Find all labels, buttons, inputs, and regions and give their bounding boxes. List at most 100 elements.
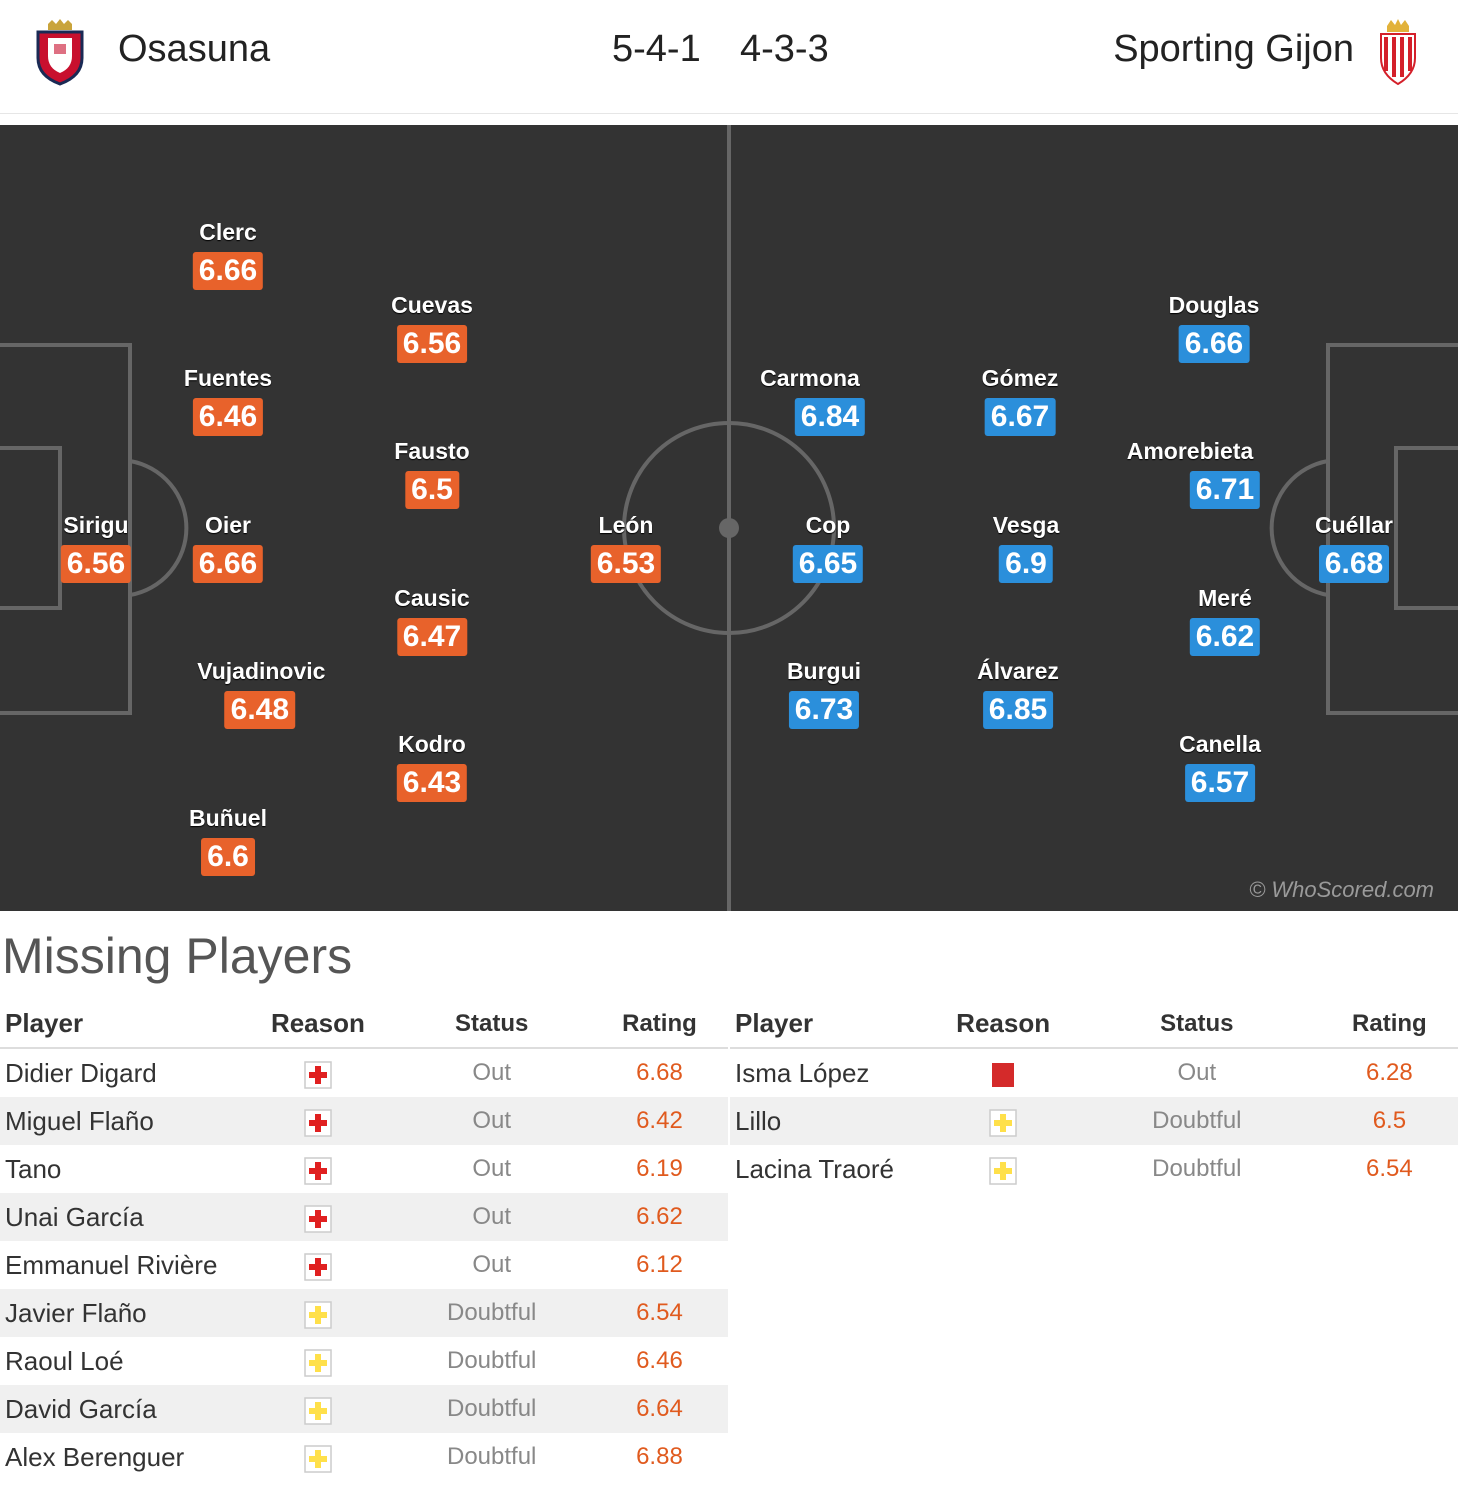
missing-rating: 6.62 — [590, 1193, 728, 1241]
player-name: Vesga — [992, 512, 1060, 538]
player-rating: 6.62 — [1189, 618, 1261, 656]
column-header-reason[interactable]: Reason — [243, 1000, 393, 1049]
player-kodro[interactable]: Kodro 6.43 — [396, 731, 468, 802]
player-vujadinovic[interactable]: Vujadinovic 6.48 — [197, 658, 325, 729]
player-vesga[interactable]: Vesga 6.9 — [992, 512, 1060, 583]
column-header-status[interactable]: Status — [392, 1000, 591, 1049]
player-canella[interactable]: Canella 6.57 — [1179, 731, 1261, 802]
player-rating: 6.66 — [192, 545, 264, 583]
player-name: Sirigu — [63, 512, 129, 538]
missing-status: Out — [472, 1251, 512, 1278]
injury-icon — [304, 1249, 332, 1281]
player-rating: 6.65 — [792, 545, 864, 583]
home-formation: 5-4-1 — [612, 28, 701, 70]
player-sirigu[interactable]: Sirigu 6.56 — [60, 512, 132, 583]
player-gomez[interactable]: Gómez 6.67 — [982, 365, 1058, 436]
player-douglas[interactable]: Douglas 6.66 — [1168, 292, 1260, 363]
player-name: Fausto — [394, 438, 470, 464]
missing-rating: 6.42 — [590, 1097, 728, 1145]
player-cuevas[interactable]: Cuevas 6.56 — [391, 292, 473, 363]
missing-player-name[interactable]: Isma López — [735, 1057, 870, 1088]
missing-player-name[interactable]: David García — [0, 1385, 244, 1433]
missing-rating: 6.19 — [636, 1155, 683, 1182]
player-fuentes[interactable]: Fuentes 6.46 — [184, 365, 272, 436]
player-bunuel[interactable]: Buñuel 6.6 — [189, 805, 267, 876]
missing-player-name[interactable]: Tano — [5, 1153, 62, 1184]
player-burgui[interactable]: Burgui 6.73 — [787, 658, 861, 729]
player-amorebieta[interactable]: Amorebieta 6.71 — [1120, 438, 1261, 509]
missing-rating: 6.54 — [590, 1289, 728, 1337]
player-cuellar[interactable]: Cuéllar 6.68 — [1315, 512, 1393, 583]
table-header-row: Player Reason Status Rating — [0, 1000, 728, 1049]
missing-player-name[interactable]: Alex Berenguer — [5, 1441, 185, 1472]
missing-player-name[interactable]: Javier Flaño — [0, 1289, 244, 1337]
player-rating: 6.9 — [999, 545, 1053, 583]
pitch: Sirigu 6.56 Clerc 6.66 Fuentes 6.46 Oier… — [0, 125, 1458, 911]
player-carmona[interactable]: Carmona 6.84 — [755, 365, 866, 436]
doubtful-icon — [989, 1153, 1017, 1185]
player-name: Clerc — [199, 219, 257, 245]
missing-reason — [933, 1145, 1072, 1193]
missing-reason — [243, 1289, 393, 1337]
missing-reason — [933, 1097, 1073, 1145]
player-rating: 6.43 — [396, 764, 468, 802]
missing-player-name[interactable]: Miguel Flaño — [0, 1097, 244, 1145]
column-header-rating[interactable]: Rating — [590, 1000, 728, 1049]
column-header-player[interactable]: Player — [0, 1000, 244, 1049]
column-header-status[interactable]: Status — [1072, 1000, 1321, 1049]
player-name: Kodro — [398, 731, 466, 757]
player-rating: 6.56 — [60, 545, 132, 583]
missing-rating: 6.88 — [636, 1443, 683, 1470]
player-causic[interactable]: Causic 6.47 — [394, 585, 470, 656]
player-rating: 6.66 — [192, 252, 264, 290]
missing-reason — [243, 1097, 393, 1145]
missing-status: Out — [472, 1155, 512, 1182]
player-alvarez[interactable]: Álvarez 6.85 — [977, 658, 1059, 729]
missing-player-name[interactable]: Unai García — [0, 1193, 244, 1241]
player-rating: 6.5 — [405, 471, 459, 509]
player-clerc[interactable]: Clerc 6.66 — [192, 219, 264, 290]
missing-player-name[interactable]: Lacina Traoré — [735, 1153, 894, 1184]
column-header-rating[interactable]: Rating — [1320, 1000, 1458, 1049]
missing-status: Doubtful — [392, 1385, 591, 1433]
injury-icon — [304, 1057, 332, 1089]
missing-status: Out — [392, 1097, 591, 1145]
table-row[interactable]: Tano Out 6.19 — [0, 1145, 728, 1193]
player-fausto[interactable]: Fausto 6.5 — [394, 438, 470, 509]
missing-reason — [243, 1145, 392, 1193]
osasuna-crest-icon — [36, 19, 84, 86]
player-name: Oier — [204, 512, 252, 538]
missing-status: Doubtful — [1072, 1097, 1321, 1145]
table-header-row: Player Reason Status Rating — [730, 1000, 1458, 1049]
missing-player-name[interactable]: Lillo — [730, 1097, 934, 1145]
player-rating: 6.71 — [1189, 471, 1261, 509]
player-leon[interactable]: León 6.53 — [590, 512, 662, 583]
column-header-player[interactable]: Player — [730, 1000, 934, 1049]
player-name: Amorebieta — [1126, 438, 1254, 464]
player-name: Carmona — [760, 365, 860, 391]
player-oier[interactable]: Oier 6.66 — [192, 512, 264, 583]
doubtful-icon — [304, 1393, 332, 1425]
column-header-reason[interactable]: Reason — [933, 1000, 1073, 1049]
home-team-name[interactable]: Osasuna — [118, 28, 271, 70]
missing-player-name[interactable]: Didier Digard — [5, 1057, 157, 1088]
missing-player-name[interactable]: Emmanuel Rivière — [5, 1249, 218, 1280]
player-name: Douglas — [1168, 292, 1260, 318]
missing-player-name[interactable]: Raoul Loé — [5, 1345, 124, 1376]
player-name: Fuentes — [183, 365, 273, 391]
player-cop[interactable]: Cop 6.65 — [792, 512, 864, 583]
missing-reason — [243, 1433, 392, 1481]
player-mere[interactable]: Meré 6.62 — [1189, 585, 1261, 656]
away-team-name[interactable]: Sporting Gijon — [1113, 28, 1354, 70]
